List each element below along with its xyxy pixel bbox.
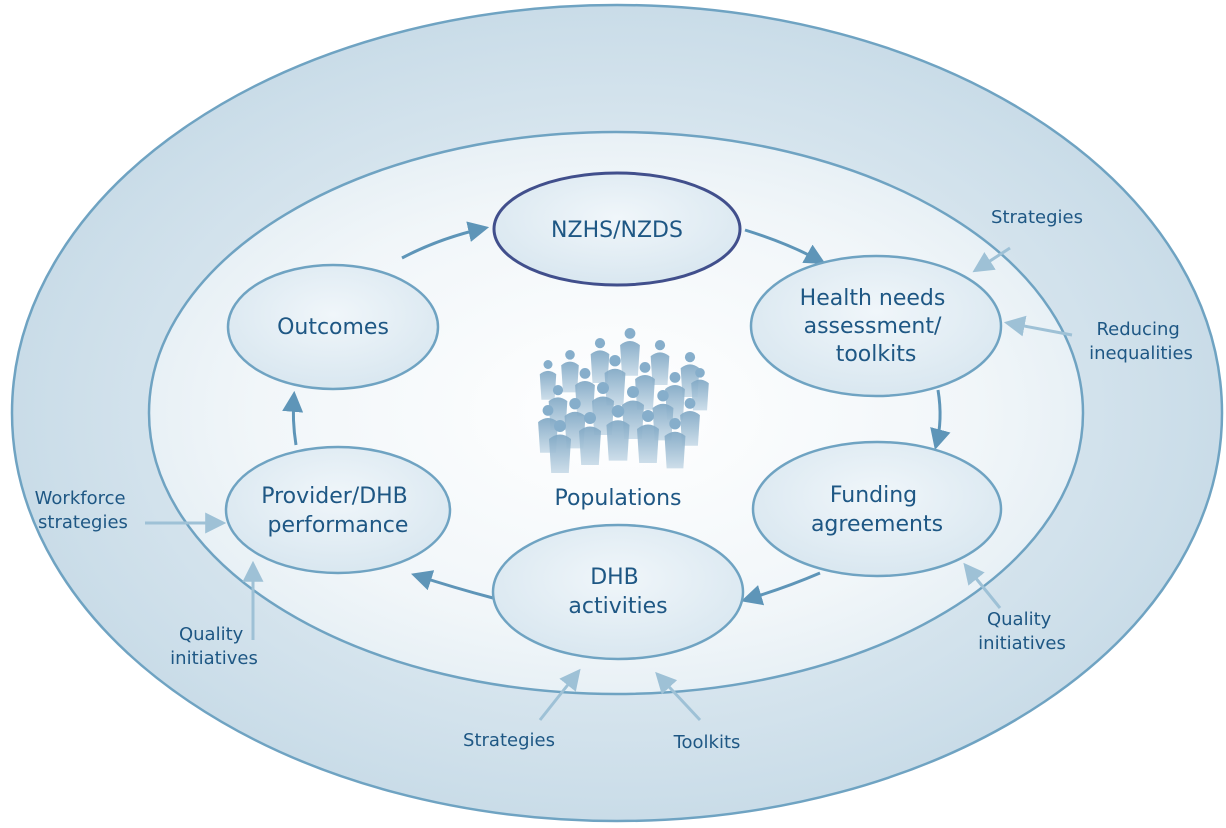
arrow-health-needs-to-funding	[930, 389, 951, 451]
node-dhb-activities: DHB activities	[491, 523, 745, 661]
node-provider-performance-label: Provider/DHB performance	[261, 484, 415, 538]
arrow-funding-to-dhb-activities	[740, 571, 821, 606]
input-toolkits-bottom-label: Toolkits	[673, 732, 741, 753]
node-outcomes-label: Outcomes	[277, 315, 389, 340]
person-figure-icon	[637, 410, 659, 463]
node-nzhs: NZHS/NZDS	[492, 171, 742, 287]
node-funding-label: Funding agreements	[811, 483, 943, 537]
cycle-arrows	[282, 221, 951, 606]
node-nzhs-label: NZHS/NZDS	[551, 218, 683, 243]
node-outcomes: Outcomes	[226, 263, 440, 391]
input-reducing-inequalities-label: Reducing inequalities	[1089, 319, 1193, 364]
input-strategies-bottom-label: Strategies	[463, 730, 555, 751]
arrow-provider-to-outcomes	[282, 390, 304, 446]
person-figure-icon	[635, 362, 655, 410]
node-health-needs: Health needs assessment/ toolkits	[749, 254, 1003, 398]
arrow-reducing-inequalities	[1003, 315, 1073, 337]
person-figure-icon	[664, 418, 686, 469]
arrow-strategies-top	[972, 246, 1011, 273]
populations-label: Populations	[554, 486, 681, 511]
arrow-strategies-bottom	[538, 668, 581, 721]
input-quality-left-label: Quality initiatives	[170, 624, 258, 669]
arrow-dhb-activities-to-provider	[411, 570, 494, 600]
arrow-outcomes-to-nzhs	[401, 221, 490, 260]
person-figure-icon	[539, 360, 557, 400]
person-figure-icon	[575, 368, 595, 416]
input-quality-right-label: Quality initiatives	[978, 609, 1066, 654]
person-figure-icon	[691, 368, 709, 411]
person-figure-icon	[561, 350, 579, 393]
person-figure-icon	[606, 405, 630, 461]
crowd-of-people-icon	[538, 328, 709, 473]
person-figure-icon	[604, 355, 626, 406]
node-health-needs-label: Health needs assessment/ toolkits	[800, 286, 953, 367]
input-workforce-label: Workforce strategies	[35, 488, 132, 533]
node-dhb-activities-label: DHB activities	[568, 565, 667, 619]
arrow-quality-right	[963, 562, 1002, 609]
input-strategies-top-label: Strategies	[991, 207, 1083, 228]
arrow-toolkits-bottom	[655, 671, 702, 722]
person-figure-icon	[549, 420, 571, 473]
input-arrows	[145, 246, 1073, 722]
person-figure-icon	[650, 340, 670, 386]
person-figure-icon	[579, 412, 601, 465]
node-funding: Funding agreements	[751, 440, 1003, 578]
node-provider-performance: Provider/DHB performance	[224, 445, 452, 575]
arrow-nzhs-to-health-needs	[744, 228, 826, 265]
person-figure-icon	[620, 328, 640, 376]
